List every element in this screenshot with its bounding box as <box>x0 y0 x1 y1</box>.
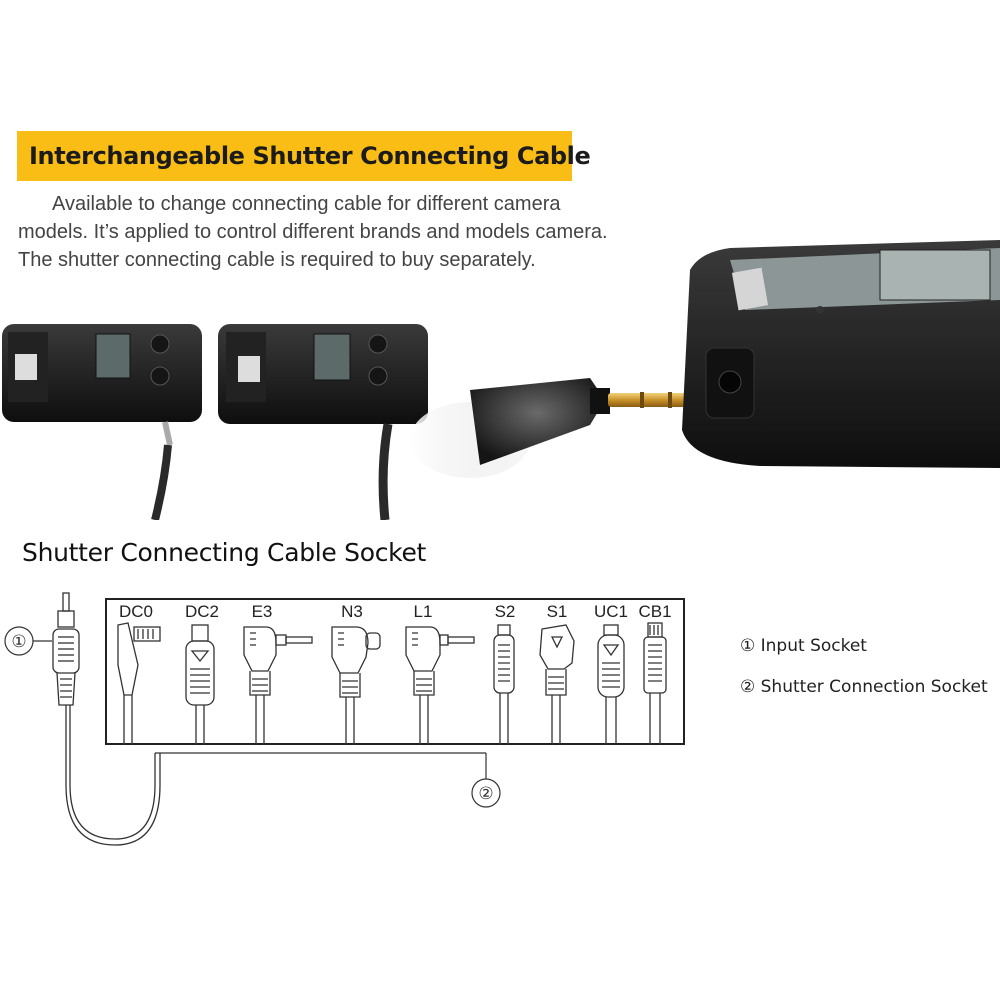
legend-input-socket: ① Input Socket <box>740 636 867 656</box>
socket-label-e3: E3 <box>252 602 273 621</box>
socket-box <box>105 598 685 745</box>
socket-label-uc1: UC1 <box>594 602 628 621</box>
connector-dc0 <box>117 622 161 745</box>
callout-2: ② <box>155 752 501 808</box>
connector-s1 <box>539 624 575 745</box>
socket-label-s1: S1 <box>547 602 568 621</box>
socket-label-l1: L1 <box>414 602 433 621</box>
legend-shutter-connection-socket: ② Shutter Connection Socket <box>740 677 988 697</box>
callout-1: ① <box>4 626 52 656</box>
product-photo <box>2 240 1000 520</box>
connector-dc2 <box>185 624 215 745</box>
svg-text:①: ① <box>11 632 26 652</box>
connector-s2 <box>493 624 515 745</box>
connector-e3 <box>243 626 313 745</box>
socket-label-dc2: DC2 <box>185 602 219 621</box>
svg-text:②: ② <box>478 784 493 804</box>
gold-plug <box>410 378 698 478</box>
input-socket-plug <box>52 592 161 846</box>
socket-label-dc0: DC0 <box>119 602 153 621</box>
banner-title: Interchangeable Shutter Connecting Cable <box>29 142 591 170</box>
connector-l1 <box>405 626 475 745</box>
connector-n3 <box>331 626 381 745</box>
large-device <box>682 240 1000 468</box>
remote-left-1 <box>2 324 202 520</box>
connector-cb1 <box>643 622 667 745</box>
remote-left-2 <box>218 324 428 520</box>
description-text: Available to change connecting cable for… <box>18 193 608 271</box>
socket-label-n3: N3 <box>341 602 363 621</box>
cable-socket-diagram: ① ② DC0 DC2 E3 N3 L1 S2 S1 UC1 CB1 <box>4 592 685 846</box>
title-banner: Interchangeable Shutter Connecting Cable <box>17 131 591 181</box>
section-title: Shutter Connecting Cable Socket <box>22 538 427 567</box>
connector-uc1 <box>597 624 625 745</box>
socket-label-cb1: CB1 <box>638 602 671 621</box>
legend: ① Input Socket ② Shutter Connection Sock… <box>740 636 988 718</box>
socket-label-s2: S2 <box>495 602 516 621</box>
